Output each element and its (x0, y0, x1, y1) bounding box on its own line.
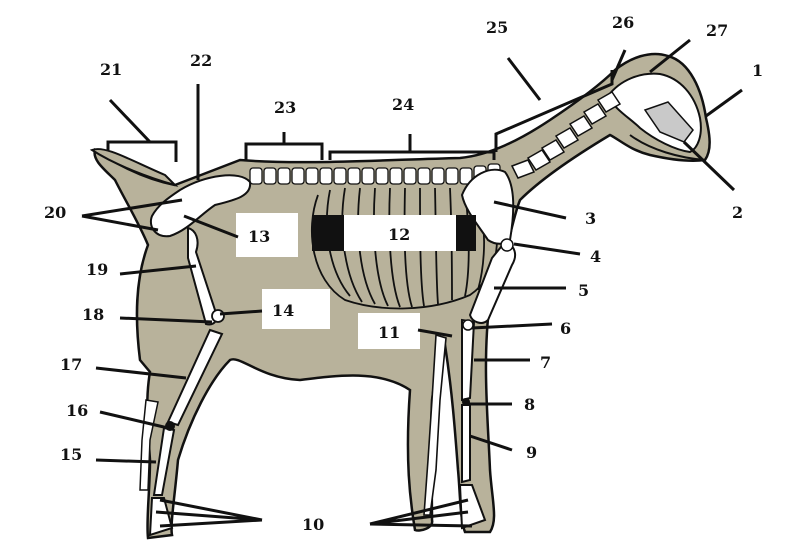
label-14: 14 (272, 301, 294, 320)
label-27: 27 (706, 21, 728, 40)
label-22: 22 (190, 51, 212, 70)
label-6: 6 (560, 319, 571, 338)
label-24: 24 (392, 95, 414, 114)
label-box-12-right-end (456, 215, 476, 251)
label-12: 12 (388, 225, 410, 244)
label-box-14 (262, 289, 330, 329)
label-10: 10 (302, 515, 324, 534)
label-box-12-left-end (312, 215, 344, 251)
front-cannon-bone (461, 404, 471, 484)
label-20: 20 (44, 203, 66, 222)
elbow (462, 319, 474, 331)
label-4: 4 (590, 247, 601, 266)
label-19: 19 (86, 260, 108, 279)
label-26: 26 (612, 13, 634, 32)
label-1: 1 (752, 61, 763, 80)
label-2: 2 (732, 203, 743, 222)
leader-lines (81, 38, 743, 528)
goat-body-silhouette (93, 52, 711, 540)
skull-highlight (643, 101, 694, 143)
rib-cage (310, 187, 498, 310)
hock (165, 421, 175, 431)
label-16: 16 (66, 401, 88, 420)
label-17: 17 (60, 355, 82, 374)
label-13: 13 (248, 227, 270, 246)
shoulder-joint (500, 238, 514, 252)
spine-vertebrae (249, 163, 501, 185)
label-box-13 (236, 213, 298, 257)
label-9: 9 (526, 443, 537, 462)
mandible (629, 134, 706, 161)
label-23: 23 (274, 98, 296, 117)
label-8: 8 (524, 395, 535, 414)
tibia (166, 328, 224, 427)
label-box-11 (358, 313, 420, 349)
cervical-vertebrae (510, 91, 622, 179)
label-3: 3 (585, 209, 596, 228)
patella (211, 309, 225, 323)
label-5: 5 (578, 281, 589, 300)
label-7: 7 (540, 353, 551, 372)
label-15: 15 (60, 445, 82, 464)
rear-of-front-leg-bones (423, 333, 447, 516)
label-11: 11 (378, 323, 400, 342)
label-21: 21 (100, 60, 122, 79)
tail-outline (89, 148, 179, 187)
label-18: 18 (82, 305, 104, 324)
label-25: 25 (486, 18, 508, 37)
